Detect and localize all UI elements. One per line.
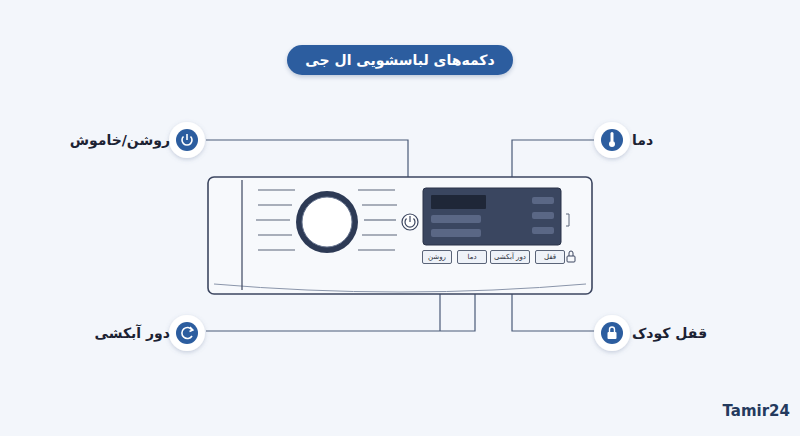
- title-pill: دکمه‌های لباسشویی ال جی: [287, 45, 512, 75]
- callout-label: قفل کودک: [632, 325, 707, 341]
- callout-label: روشن/خاموش: [70, 132, 170, 148]
- button-label: دور آبکشی: [494, 253, 526, 261]
- button-label: روشن: [428, 253, 446, 261]
- button-label: قفل: [544, 253, 556, 261]
- panel-button: قفل: [535, 250, 565, 264]
- watermark: Tamir24: [723, 402, 790, 420]
- callout-label: دور آبکشی: [95, 325, 170, 341]
- panel-button: روشن: [422, 250, 452, 264]
- panel-button: دما: [457, 250, 487, 264]
- callout-label: دما: [632, 132, 653, 148]
- panel-button: دور آبکشی: [490, 250, 530, 264]
- button-label: دما: [468, 253, 477, 261]
